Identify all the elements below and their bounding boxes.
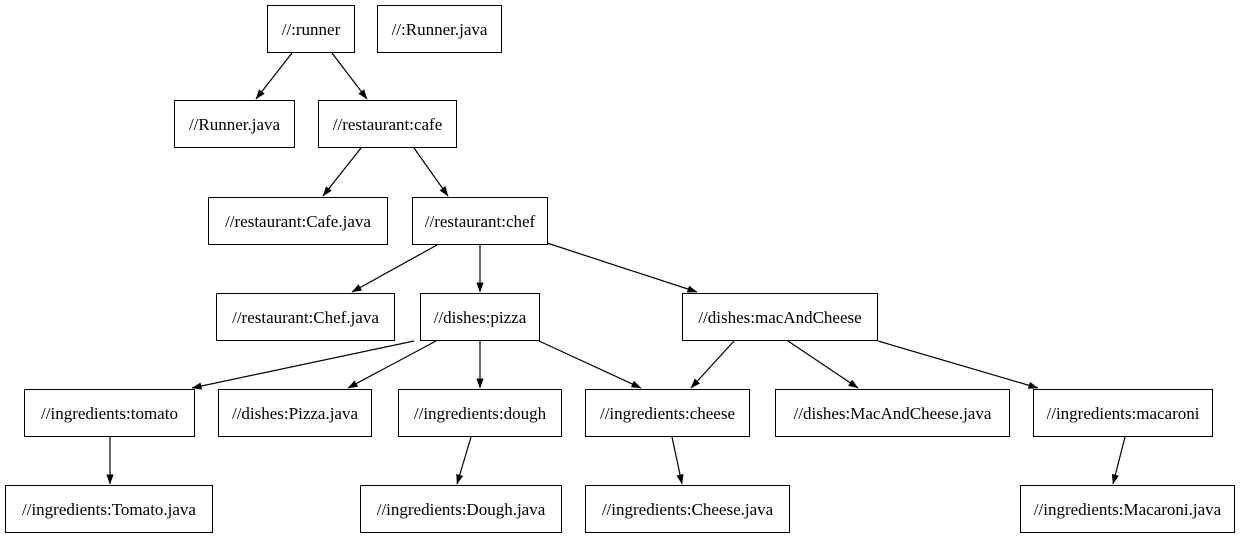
graph-edge-mac-and-cheese-to-cheese	[690, 340, 735, 389]
graph-node-mac-and-cheese-java: //dishes:MacAndCheese.java	[775, 389, 1010, 437]
graph-edge-runner-to-cafe	[331, 52, 368, 100]
node-label: //dishes:MacAndCheese.java	[793, 403, 992, 423]
graph-node-pizza: //dishes:pizza	[420, 293, 540, 341]
node-label: //ingredients:macaroni	[1046, 403, 1200, 423]
graph-edge-mac-and-cheese-to-macaroni	[877, 340, 1039, 389]
graph-edge-pizza-to-pizza-java	[347, 340, 437, 389]
graph-edge-chef-to-chef-java	[351, 244, 438, 293]
node-label: //Runner.java	[188, 114, 281, 134]
graph-node-cheese: //ingredients:cheese	[585, 389, 750, 437]
node-label: //dishes:Pizza.java	[231, 403, 359, 423]
graph-node-cheese-java: //ingredients:Cheese.java	[585, 485, 790, 533]
node-label: //:Runner.java	[391, 19, 488, 39]
node-label: //restaurant:chef	[424, 211, 536, 231]
node-label: //ingredients:cheese	[599, 403, 735, 423]
graph-node-chef: //restaurant:chef	[412, 197, 548, 245]
graph-edge-cafe-to-chef	[413, 147, 449, 197]
graph-node-pizza-java: //dishes:Pizza.java	[218, 389, 372, 437]
graph-node-runner-java: //Runner.java	[174, 100, 295, 148]
graph-edge-dough-to-dough-java	[456, 436, 472, 485]
node-label: //restaurant:cafe	[332, 114, 443, 134]
graph-node-runner-java-file: //:Runner.java	[377, 5, 502, 53]
node-label: //ingredients:Tomato.java	[22, 499, 196, 519]
graph-node-tomato-java: //ingredients:Tomato.java	[5, 485, 213, 533]
graph-node-chef-java: //restaurant:Chef.java	[216, 293, 395, 341]
graph-node-dough-java: //ingredients:Dough.java	[360, 485, 562, 533]
graph-edge-chef-to-mac-and-cheese	[546, 242, 698, 293]
node-label: //:runner	[281, 19, 341, 39]
graph-node-cafe-java: //restaurant:Cafe.java	[208, 197, 388, 245]
graph-edge-mac-and-cheese-to-mac-and-cheese-java	[787, 340, 859, 389]
node-label: //ingredients:Dough.java	[376, 499, 546, 519]
graph-node-macaroni: //ingredients:macaroni	[1033, 389, 1213, 437]
graph-edge-pizza-to-tomato	[191, 340, 415, 390]
graph-edge-cafe-to-cafe-java	[322, 147, 362, 197]
graph-node-tomato: //ingredients:tomato	[24, 389, 195, 437]
graph-node-mac-and-cheese: //dishes:macAndCheese	[682, 293, 878, 341]
node-label: //ingredients:dough	[413, 403, 547, 423]
graph-edge-pizza-to-cheese	[538, 340, 642, 389]
graph-edge-cheese-to-cheese-java	[671, 436, 684, 485]
node-label: //restaurant:Cafe.java	[225, 211, 371, 231]
graph-node-dough: //ingredients:dough	[398, 389, 562, 437]
node-label: //dishes:macAndCheese	[698, 307, 862, 327]
node-label: //dishes:pizza	[433, 307, 527, 327]
node-label: //ingredients:Macaroni.java	[1033, 499, 1222, 519]
graph-edge-macaroni-to-macaroni-java	[1111, 436, 1126, 485]
node-label: //ingredients:Cheese.java	[601, 499, 774, 519]
node-label: //ingredients:tomato	[41, 403, 178, 423]
graph-node-runner: //:runner	[267, 5, 355, 53]
graph-node-cafe: //restaurant:cafe	[318, 100, 457, 148]
graph-edge-runner-to-runner-java	[255, 52, 293, 100]
node-label: //restaurant:Chef.java	[232, 307, 379, 327]
graph-node-macaroni-java: //ingredients:Macaroni.java	[1020, 485, 1235, 533]
